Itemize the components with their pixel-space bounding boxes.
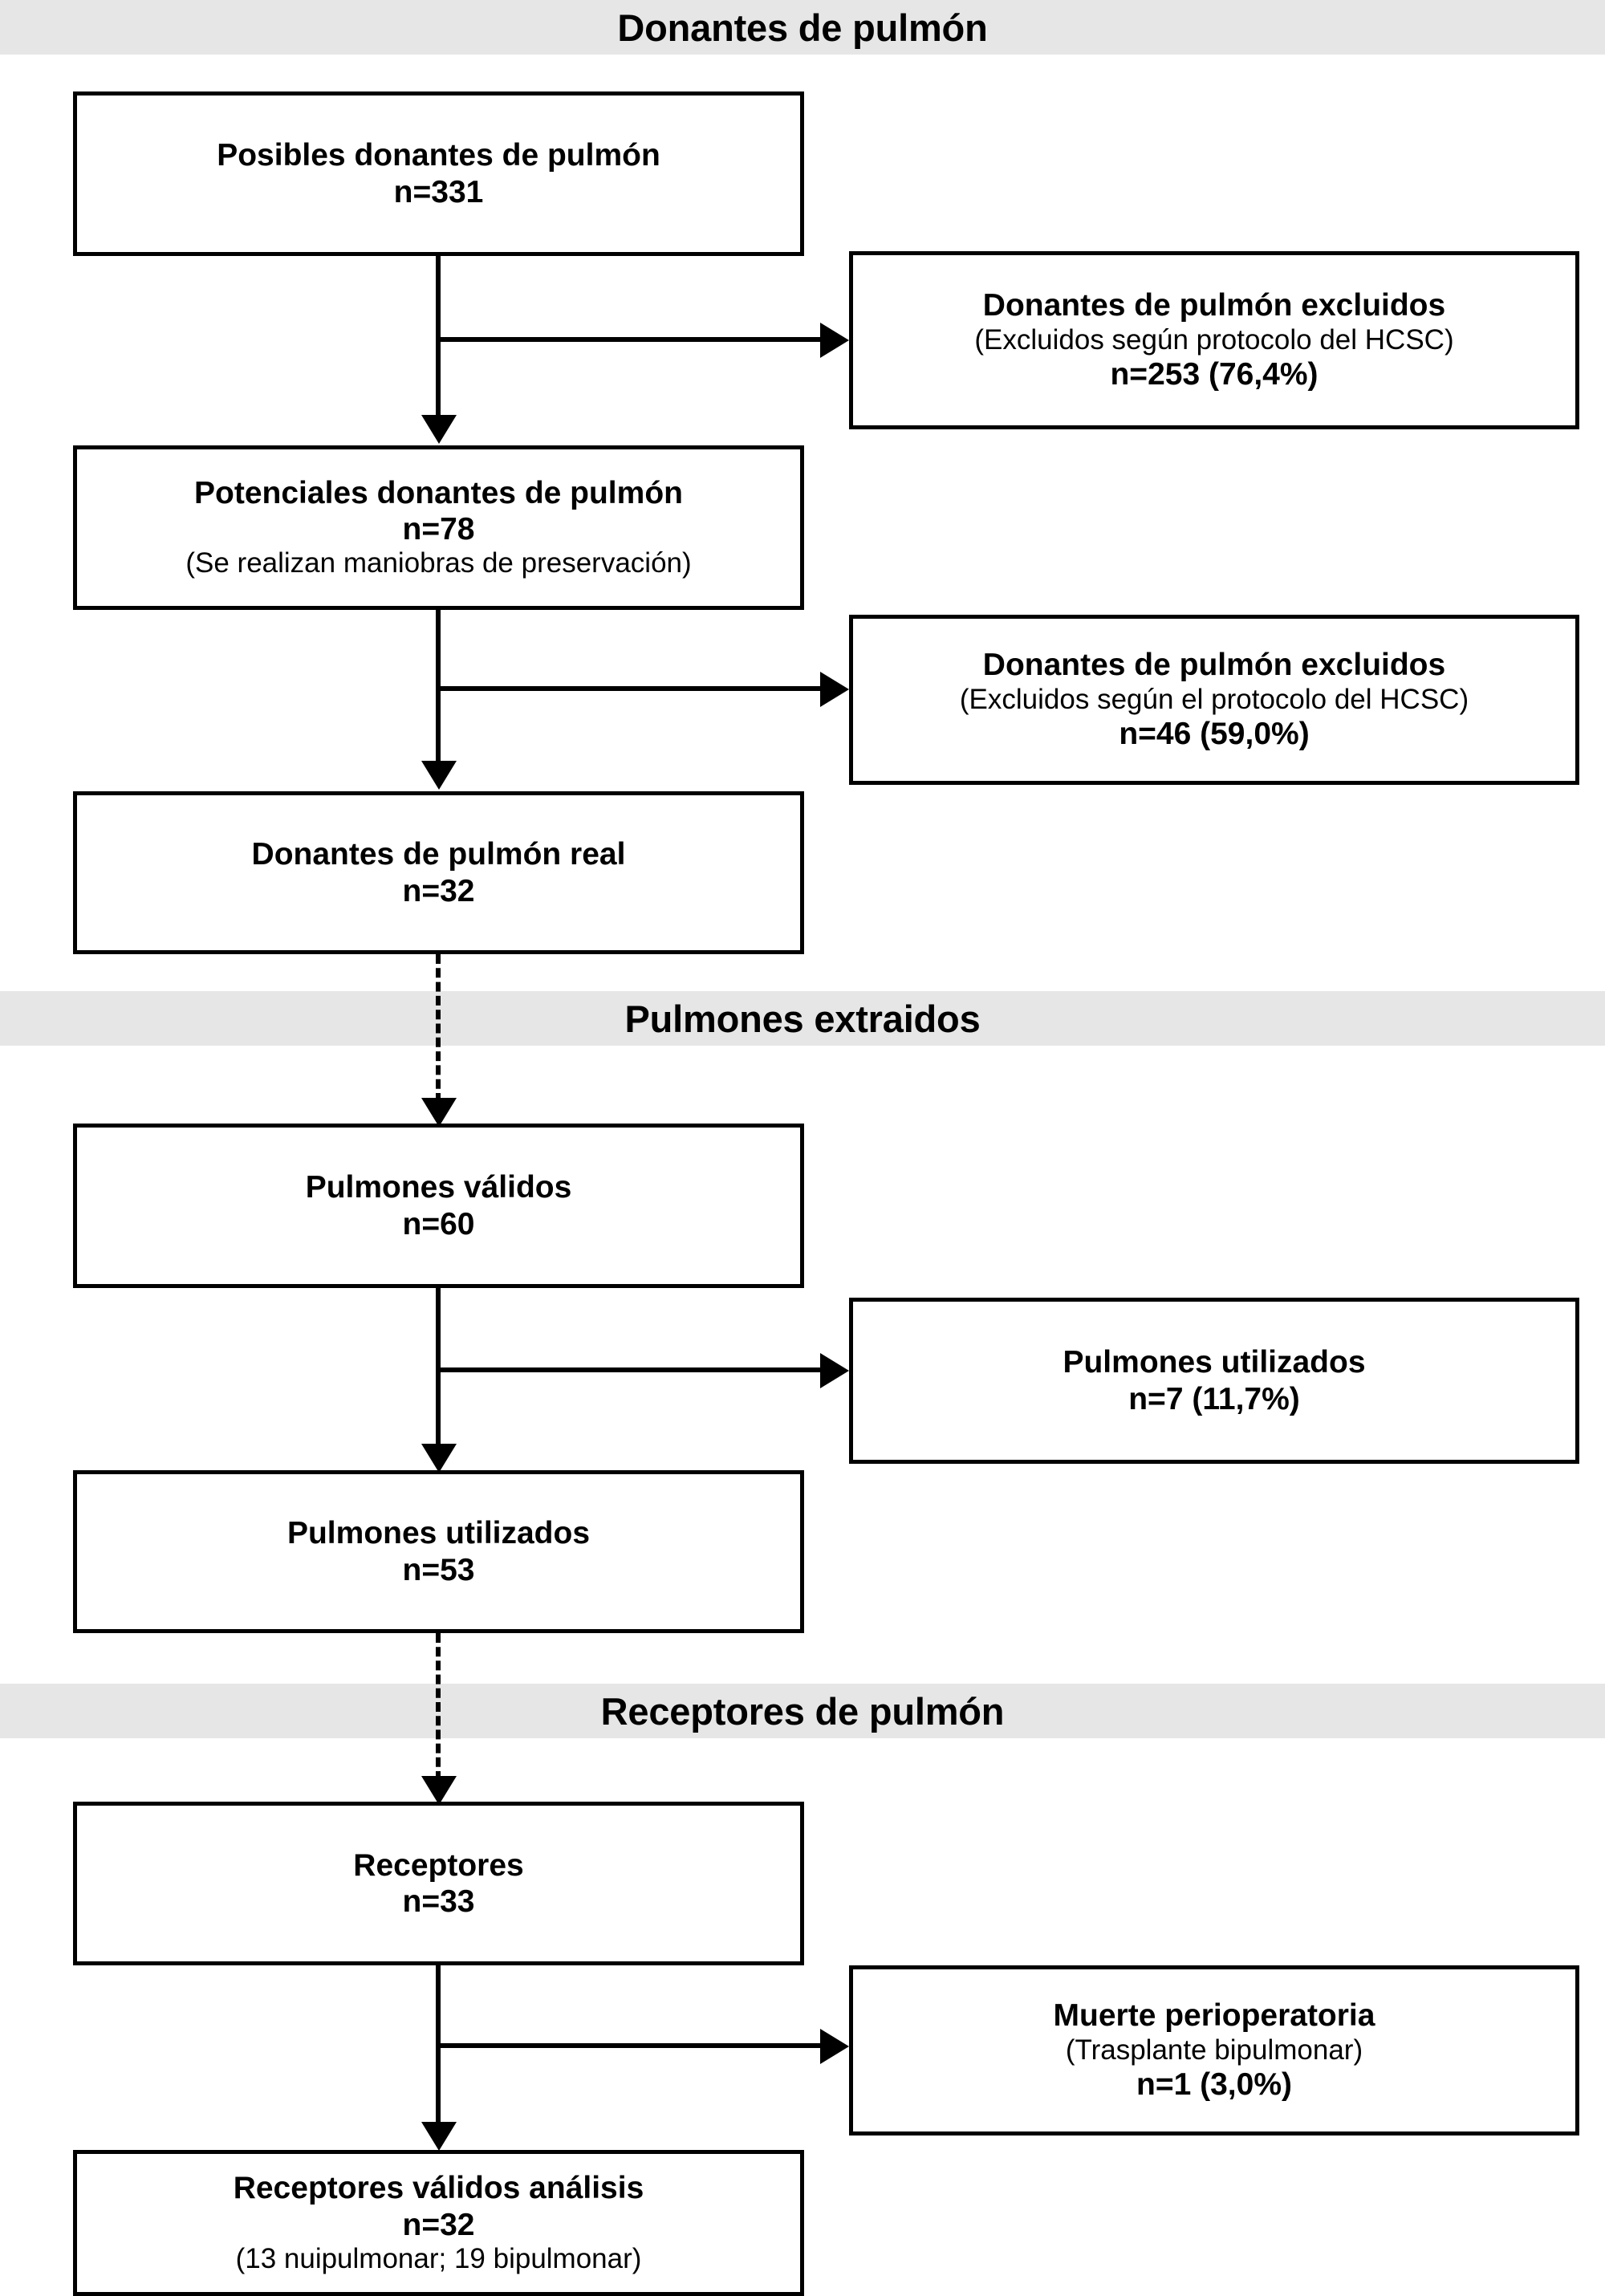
node-donantes-excluidos-1-note: (Excluidos según protocolo del HCSC) [974,323,1454,356]
node-potenciales-donantes-title: Potenciales donantes de pulmón [194,475,683,510]
node-pulmones-utilizados-excluidos: Pulmones utilizados n=7 (11,7%) [849,1298,1579,1464]
arrowhead-utilizados-to-receptores [421,1776,457,1805]
connector-validos-to-utilizados [436,1288,441,1445]
node-donantes-excluidos-2-title: Donantes de pulmón excluidos [982,648,1446,683]
node-pulmones-utilizados-title: Pulmones utilizados [286,1516,591,1551]
node-muerte-perioperatoria-title: Muerte perioperatoria [1053,1998,1375,2034]
node-posibles-donantes-count: n=331 [393,174,484,209]
arrowhead-potenciales-to-excluidos [820,672,849,707]
connector-real-to-pulmones-validos [436,954,441,1103]
node-receptores-validos-note: (13 nuipulmonar; 19 bipulmonar) [235,2242,642,2274]
node-donantes-real: Donantes de pulmón real n=32 [73,791,804,954]
node-donantes-excluidos-1-title: Donantes de pulmón excluidos [982,288,1446,323]
section-banner-donantes: Donantes de pulmón [0,0,1605,55]
node-receptores-validos-count: n=32 [402,2207,475,2242]
arrowhead-potenciales-to-real [421,761,457,790]
arrowhead-real-to-pulmones-validos [421,1098,457,1127]
node-pulmones-validos-title: Pulmones válidos [305,1170,572,1205]
section-banner-receptores: Receptores de pulmón [0,1684,1605,1738]
node-muerte-perioperatoria: Muerte perioperatoria (Trasplante bipulm… [849,1965,1579,2135]
connector-utilizados-to-receptores [436,1633,441,1781]
node-pulmones-utilizados-excluidos-title: Pulmones utilizados [1063,1345,1366,1380]
node-receptores-title: Receptores [353,1847,524,1883]
node-receptores-validos-title: Receptores válidos análisis [233,2171,644,2206]
connector-potenciales-to-excluidos [436,686,829,691]
node-receptores-count: n=33 [402,1884,475,1919]
node-donantes-real-title: Donantes de pulmón real [251,837,626,872]
node-potenciales-donantes-note: (Se realizan maniobras de preservación) [185,547,692,579]
node-pulmones-validos: Pulmones válidos n=60 [73,1124,804,1288]
arrowhead-receptores-to-validos [421,2122,457,2151]
connector-posibles-to-excluidos [436,337,829,342]
node-receptores: Receptores n=33 [73,1802,804,1965]
arrowhead-validos-to-utilizados [421,1444,457,1473]
arrowhead-posibles-to-excluidos [820,323,849,358]
connector-posibles-to-potenciales [436,256,441,417]
node-pulmones-validos-count: n=60 [402,1206,475,1241]
node-posibles-donantes: Posibles donantes de pulmón n=331 [73,91,804,256]
node-pulmones-utilizados-excluidos-count: n=7 (11,7%) [1128,1381,1300,1416]
node-receptores-validos: Receptores válidos análisis n=32 (13 nui… [73,2150,804,2296]
node-potenciales-donantes: Potenciales donantes de pulmón n=78 (Se … [73,445,804,610]
node-donantes-excluidos-2-count: n=46 (59,0%) [1119,717,1310,752]
node-muerte-perioperatoria-note: (Trasplante bipulmonar) [1065,2034,1363,2066]
arrowhead-posibles-to-potenciales [421,415,457,444]
node-donantes-excluidos-2: Donantes de pulmón excluidos (Excluidos … [849,615,1579,785]
section-banner-donantes-label: Donantes de pulmón [617,6,988,49]
arrowhead-receptores-to-muerte [820,2029,849,2064]
node-pulmones-utilizados-count: n=53 [402,1552,475,1587]
node-potenciales-donantes-count: n=78 [402,512,475,547]
node-donantes-real-count: n=32 [402,873,475,908]
connector-receptores-to-muerte [436,2043,829,2048]
connector-validos-to-utilizados-excl [436,1367,829,1372]
section-banner-receptores-label: Receptores de pulmón [600,1689,1005,1733]
node-donantes-excluidos-2-note: (Excluidos según el protocolo del HCSC) [959,683,1469,715]
section-banner-pulmones-label: Pulmones extraidos [624,997,981,1040]
node-posibles-donantes-title: Posibles donantes de pulmón [217,138,660,173]
section-banner-pulmones: Pulmones extraidos [0,991,1605,1046]
node-donantes-excluidos-1: Donantes de pulmón excluidos (Excluidos … [849,251,1579,429]
arrowhead-validos-to-utilizados-excl [820,1353,849,1388]
node-muerte-perioperatoria-count: n=1 (3,0%) [1136,2067,1292,2103]
node-pulmones-utilizados: Pulmones utilizados n=53 [73,1470,804,1633]
node-donantes-excluidos-1-count: n=253 (76,4%) [1110,357,1319,392]
